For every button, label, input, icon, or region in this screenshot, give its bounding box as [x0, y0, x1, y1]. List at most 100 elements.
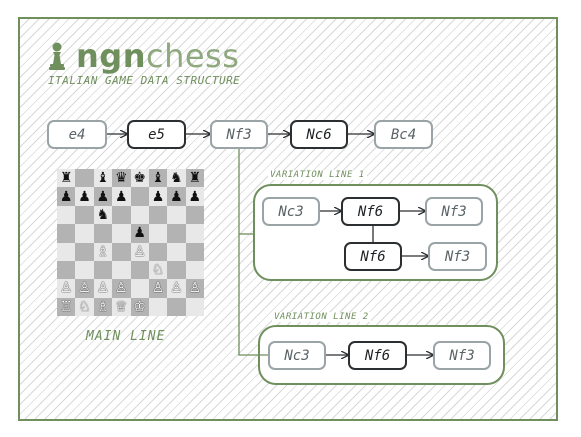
- diagram-subtitle: ITALIAN GAME DATA STRUCTURE: [48, 74, 241, 87]
- board-square: [112, 242, 131, 261]
- v1-node-nc3[interactable]: Nc3: [262, 197, 320, 226]
- board-square: ♙: [167, 279, 186, 298]
- board-square: ♖: [57, 297, 76, 316]
- board-square: [93, 224, 113, 243]
- brand-name-light: chess: [145, 37, 240, 75]
- chess-piece-icon: ♙: [59, 280, 73, 297]
- board-square: [57, 224, 76, 243]
- board-square: ♗: [93, 297, 113, 316]
- board-square: [75, 224, 94, 243]
- board-square: ♟: [130, 224, 149, 243]
- v1-node-nf3[interactable]: Nf3: [425, 197, 483, 226]
- board-square: [75, 260, 94, 280]
- board-square: [167, 242, 186, 261]
- v2-node-nf6[interactable]: Nf6: [348, 341, 407, 370]
- chess-piece-icon: ♝: [96, 170, 110, 187]
- chess-piece-icon: ♝: [151, 170, 165, 187]
- chess-piece-icon: ♙: [151, 280, 165, 297]
- chess-piece-icon: ♜: [59, 170, 73, 187]
- board-square: ♘: [148, 260, 168, 280]
- chess-piece-icon: ♟: [78, 188, 91, 205]
- board-square: [167, 224, 186, 243]
- board-square: ♙: [75, 279, 94, 298]
- chess-piece-icon: ♟: [96, 188, 110, 205]
- board-square: [185, 242, 204, 261]
- chess-piece-icon: ♕: [115, 298, 128, 315]
- chess-piece-icon: ♙: [170, 280, 183, 297]
- board-square: ♟: [148, 187, 168, 206]
- board-square: ♞: [167, 169, 186, 188]
- variation-1-label: VARIATION LINE 1: [268, 170, 367, 180]
- v1-node-nf3-alt[interactable]: Nf3: [428, 242, 487, 271]
- pawn-icon: [49, 42, 65, 70]
- board-square: [130, 279, 149, 298]
- board-square: [148, 205, 168, 225]
- board-square: ♛: [112, 169, 131, 188]
- chess-piece-icon: ♜: [188, 170, 202, 187]
- board-square: [167, 297, 186, 316]
- chess-piece-icon: ♟: [133, 225, 146, 242]
- board-square: ♙: [148, 279, 168, 298]
- v1-node-nf6[interactable]: Nf6: [341, 197, 400, 226]
- board-square: [185, 260, 204, 280]
- chess-piece-icon: ♟: [170, 188, 183, 205]
- chess-piece-icon: ♔: [133, 298, 146, 315]
- board-square: ♟: [93, 187, 113, 206]
- chess-piece-icon: ♙: [133, 243, 146, 260]
- board-square: [57, 260, 76, 280]
- move-node-nf3[interactable]: Nf3: [210, 120, 268, 149]
- chess-board: ♜♝♛♚♝♞♜♟♟♟♟♟♟♟♞♟♗♙♘♙♙♙♙♙♙♙♖♘♗♕♔: [57, 169, 204, 316]
- chess-piece-icon: ♘: [151, 262, 165, 279]
- move-node-bc4[interactable]: Bc4: [374, 120, 433, 149]
- chess-piece-icon: ♙: [115, 280, 128, 297]
- board-square: [148, 224, 168, 243]
- board-square: ♜: [57, 169, 76, 188]
- main-line-caption: MAIN LINE: [86, 329, 166, 344]
- board-square: ♟: [57, 187, 76, 206]
- board-square: [148, 242, 168, 261]
- board-square: [75, 169, 94, 188]
- board-square: [112, 260, 131, 280]
- board-square: ♝: [148, 169, 168, 188]
- chess-piece-icon: ♛: [115, 170, 128, 187]
- chess-piece-icon: ♘: [78, 298, 91, 315]
- move-node-nc6[interactable]: Nc6: [290, 120, 348, 149]
- v2-node-nf3[interactable]: Nf3: [433, 341, 491, 370]
- v2-node-nc3[interactable]: Nc3: [268, 341, 326, 370]
- chess-piece-icon: ♟: [59, 188, 73, 205]
- chess-piece-icon: ♞: [170, 170, 183, 187]
- move-node-e4[interactable]: e4: [47, 120, 107, 149]
- board-square: [167, 260, 186, 280]
- variation-2-label: VARIATION LINE 2: [272, 312, 371, 322]
- board-square: [112, 205, 131, 225]
- board-square: [185, 224, 204, 243]
- board-square: ♙: [112, 279, 131, 298]
- board-square: ♗: [93, 242, 113, 261]
- v1-node-nf6-alt[interactable]: Nf6: [344, 242, 402, 271]
- board-square: [167, 205, 186, 225]
- board-square: [57, 242, 76, 261]
- chess-piece-icon: ♗: [96, 298, 110, 315]
- brand-name-bold: ngn: [76, 37, 146, 75]
- branch-line: [238, 148, 268, 356]
- chess-piece-icon: ♙: [96, 280, 110, 297]
- brand-logo: ngn chess: [46, 36, 239, 76]
- chess-piece-icon: ♟: [115, 188, 128, 205]
- move-node-e5[interactable]: e5: [127, 120, 186, 149]
- board-square: [75, 242, 94, 261]
- board-square: ♞: [93, 205, 113, 225]
- chess-piece-icon: ♚: [133, 170, 146, 187]
- chess-piece-icon: ♗: [96, 243, 110, 260]
- chess-piece-icon: ♖: [59, 298, 73, 315]
- board-square: ♘: [75, 297, 94, 316]
- board-square: ♜: [185, 169, 204, 188]
- board-square: [130, 205, 149, 225]
- board-square: ♙: [93, 279, 113, 298]
- board-square: [130, 187, 149, 206]
- board-square: [57, 205, 76, 225]
- board-square: [112, 224, 131, 243]
- chess-piece-icon: ♟: [151, 188, 165, 205]
- board-square: [185, 205, 204, 225]
